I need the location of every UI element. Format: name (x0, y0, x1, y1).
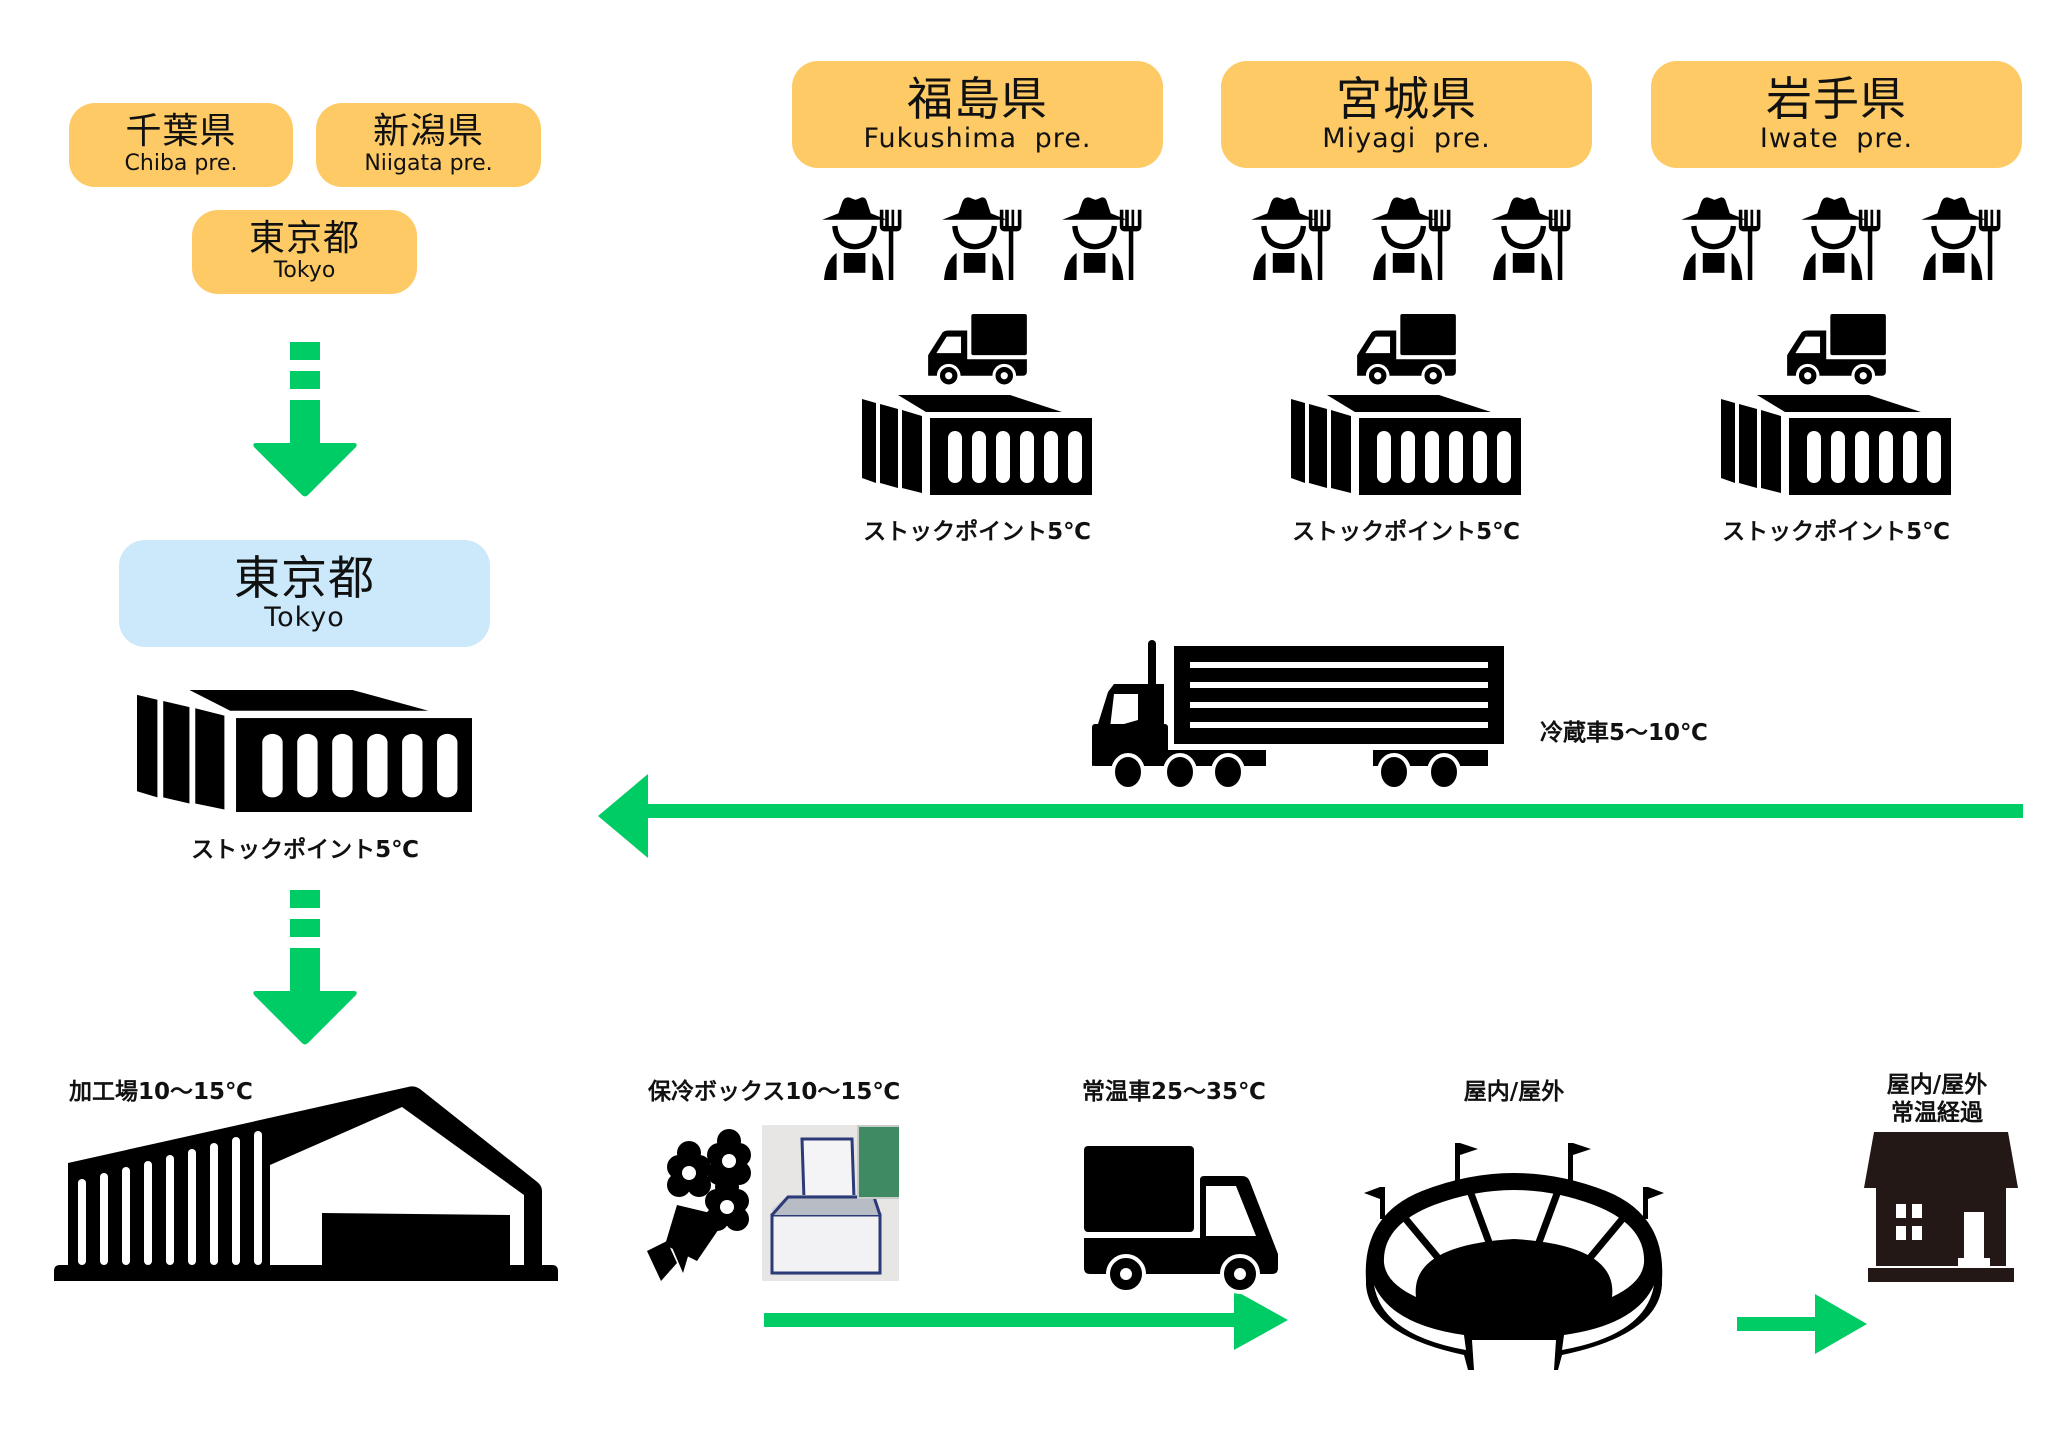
region-name-en: Fukushima pre. (863, 123, 1092, 155)
region-name-en: Chiba pre. (124, 151, 238, 177)
farmer-icon (815, 190, 905, 280)
region-name-jp: 千葉県 (125, 111, 237, 153)
delivery-truck-icon (1084, 1146, 1278, 1294)
stage-label-home-line1: 屋内/屋外 (1886, 1072, 1988, 1098)
farmer-icon (1484, 190, 1574, 280)
cooler-box-photo (762, 1125, 899, 1281)
right-arrow-icon (764, 1290, 1288, 1350)
refrigerated-semi-truck-icon (1092, 640, 1504, 791)
stadium-icon (1364, 1143, 1664, 1370)
ice-pack-photo (857, 1125, 899, 1199)
region-name-jp: 新潟県 (372, 111, 484, 153)
region-name-en: Tokyo (273, 258, 336, 284)
farmer-icon (1914, 190, 2004, 280)
region-name-en: Niigata pre. (364, 151, 493, 177)
stock-point-label: ストックポイント5℃ (863, 519, 1091, 545)
hub-name-en: Tokyo (264, 602, 345, 634)
stock-point-label: ストックポイント5℃ (1722, 519, 1950, 545)
truck-icon (1784, 314, 1889, 386)
region-name-jp: 東京都 (248, 218, 360, 260)
region-tokyo-source: 東京都 Tokyo (192, 210, 417, 294)
farmer-icon (1055, 190, 1145, 280)
hub-name-jp: 東京都 (234, 550, 375, 605)
region-name-jp: 福島県 (907, 71, 1048, 126)
region-name-jp: 宮城県 (1336, 71, 1477, 126)
stage-label-ambient-truck: 常温車25〜35℃ (1082, 1079, 1266, 1105)
region-fukushima: 福島県 Fukushima pre. (792, 61, 1163, 168)
shipping-container-icon (862, 395, 1092, 495)
farmer-icon (1674, 190, 1764, 280)
warehouse-icon (54, 1086, 558, 1281)
region-chiba: 千葉県 Chiba pre. (69, 103, 293, 187)
left-arrow-icon (598, 774, 2023, 858)
region-niigata: 新潟県 Niigata pre. (316, 103, 541, 187)
region-name-jp: 岩手県 (1766, 71, 1907, 126)
flower-bouquet-icon (647, 1129, 751, 1281)
hub-stock-label: ストックポイント5℃ (191, 837, 419, 863)
shipping-container-icon (137, 690, 472, 812)
refrigerated-truck-label: 冷蔵車5〜10℃ (1540, 720, 1708, 746)
region-name-en: Miyagi pre. (1322, 123, 1491, 155)
stage-label-home: 屋内/屋外 常温経過 (1887, 1072, 1987, 1127)
region-iwate: 岩手県 Iwate pre. (1651, 61, 2022, 168)
stage-label-venue: 屋内/屋外 (1463, 1079, 1565, 1105)
farmer-icon (1364, 190, 1454, 280)
right-arrow-icon (1737, 1294, 1867, 1354)
region-name-en: Iwate pre. (1759, 123, 1914, 155)
stage-label-cooler-box: 保冷ボックス10〜15℃ (648, 1079, 901, 1105)
truck-icon (1354, 314, 1459, 386)
truck-icon (925, 314, 1030, 386)
stage-label-processing: 加工場10〜15℃ (69, 1079, 253, 1105)
farmer-icon (1244, 190, 1334, 280)
hub-tokyo: 東京都 Tokyo (119, 540, 490, 647)
shipping-container-icon (1291, 395, 1521, 495)
stage-label-home-line2: 常温経過 (1891, 1099, 1983, 1126)
down-arrow-icon (253, 890, 357, 1045)
shipping-container-icon (1721, 395, 1951, 495)
stock-point-label: ストックポイント5℃ (1292, 519, 1520, 545)
down-arrow-icon (253, 342, 357, 497)
farmer-icon (935, 190, 1025, 280)
farmer-icon (1794, 190, 1884, 280)
house-icon (1864, 1132, 2018, 1282)
region-miyagi: 宮城県 Miyagi pre. (1221, 61, 1592, 168)
